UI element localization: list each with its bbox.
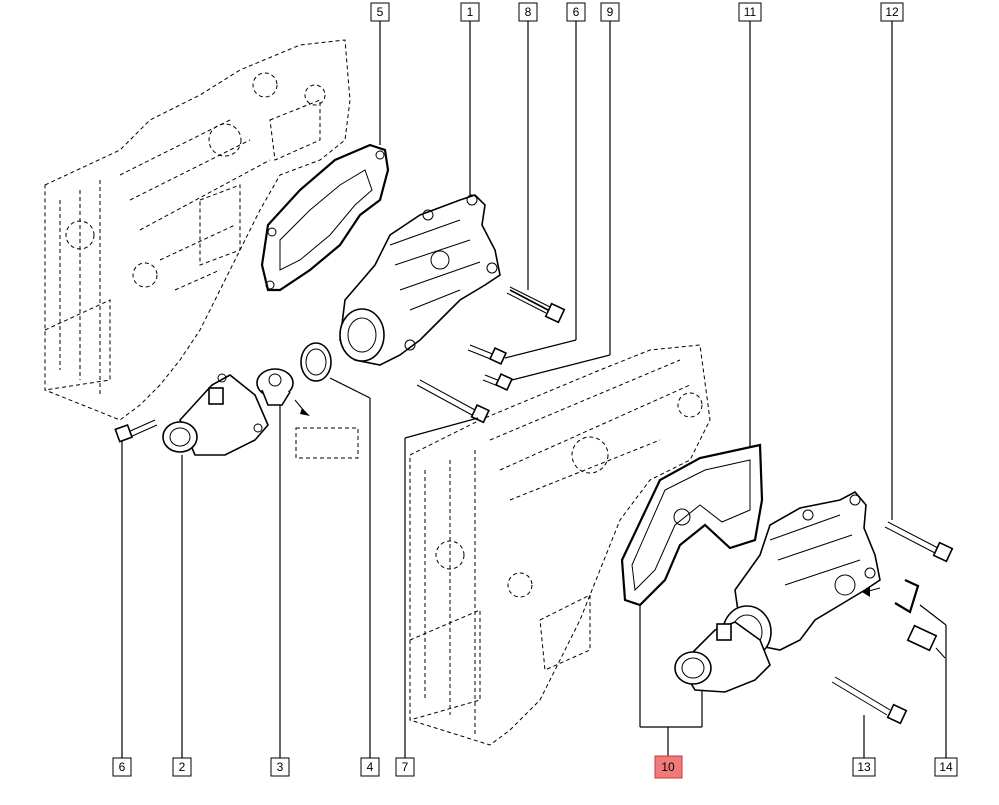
engine-block-lower bbox=[409, 344, 711, 746]
bolt-6-left bbox=[114, 419, 158, 443]
svg-text:5: 5 bbox=[377, 5, 384, 19]
leader-lines bbox=[121, 21, 947, 758]
callout-5: 5 bbox=[370, 2, 390, 22]
callout-4: 4 bbox=[360, 757, 380, 777]
clip-and-sensor-14 bbox=[862, 579, 946, 659]
gasket-upper bbox=[260, 143, 390, 292]
thermostat bbox=[256, 368, 359, 459]
callout-3: 3 bbox=[270, 757, 290, 777]
svg-text:6: 6 bbox=[573, 5, 580, 19]
bolt-8 bbox=[506, 286, 566, 324]
callout-11: 11 bbox=[738, 2, 762, 22]
callout-6-top: 6 bbox=[566, 2, 586, 22]
svg-text:9: 9 bbox=[607, 5, 614, 19]
svg-text:10: 10 bbox=[661, 760, 675, 774]
svg-text:13: 13 bbox=[857, 760, 871, 774]
bolt-6-upper bbox=[467, 344, 508, 366]
thermostat-housing bbox=[162, 373, 269, 456]
svg-text:4: 4 bbox=[367, 760, 374, 774]
engine-block-upper bbox=[44, 39, 351, 421]
svg-text:8: 8 bbox=[525, 5, 532, 19]
svg-text:14: 14 bbox=[939, 760, 953, 774]
svg-text:1: 1 bbox=[467, 5, 474, 19]
bolt-9 bbox=[482, 372, 514, 392]
callout-7: 7 bbox=[395, 757, 415, 777]
callout-13: 13 bbox=[852, 757, 876, 777]
callout-8: 8 bbox=[518, 2, 538, 22]
o-ring-seal bbox=[300, 342, 332, 382]
svg-text:6: 6 bbox=[119, 760, 126, 774]
svg-text:11: 11 bbox=[744, 5, 757, 19]
svg-text:7: 7 bbox=[402, 760, 409, 774]
svg-text:3: 3 bbox=[277, 760, 284, 774]
bolt-13 bbox=[831, 676, 908, 725]
bolt-12 bbox=[884, 521, 954, 563]
callout-10-highlighted: 10 bbox=[654, 755, 683, 779]
callout-12: 12 bbox=[880, 2, 904, 22]
callout-1: 1 bbox=[460, 2, 480, 22]
thermostat-housing-lower bbox=[674, 621, 771, 693]
callout-9: 9 bbox=[600, 2, 620, 22]
bolt-7 bbox=[416, 379, 490, 424]
svg-text:12: 12 bbox=[885, 5, 899, 19]
callout-6-bottom: 6 bbox=[112, 757, 132, 777]
water-pump-upper bbox=[339, 194, 501, 366]
callout-2: 2 bbox=[172, 757, 192, 777]
svg-text:2: 2 bbox=[179, 760, 186, 774]
callout-14: 14 bbox=[934, 757, 958, 777]
